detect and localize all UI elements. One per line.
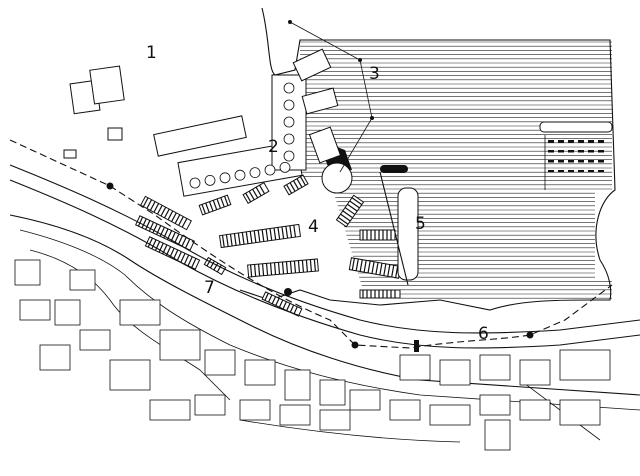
- pier-5: [379, 165, 419, 286]
- area-label-1: 1: [146, 43, 157, 63]
- route-node: [351, 341, 359, 349]
- area-3-buildings: [288, 20, 374, 173]
- area-label-2: 2: [268, 137, 279, 157]
- route-node: [106, 182, 114, 190]
- area-4-housing-blocks: [135, 174, 402, 317]
- route-line-6: [9, 139, 613, 352]
- route-node: [414, 340, 419, 352]
- road-network: [9, 164, 640, 443]
- route-node: [526, 331, 534, 339]
- area-label-4: 4: [308, 217, 319, 237]
- marina-piers: [539, 121, 613, 190]
- area-label-6: 6: [478, 324, 489, 344]
- area-label-7: 7: [204, 278, 215, 298]
- area-label-3: 3: [369, 64, 380, 84]
- area-label-5: 5: [415, 214, 426, 234]
- main-pier-2: [177, 74, 353, 197]
- harbor-water-hatching: [300, 41, 612, 299]
- shoreline: [239, 7, 616, 311]
- town-blocks: [14, 259, 611, 451]
- area-1-buildings: [63, 65, 247, 159]
